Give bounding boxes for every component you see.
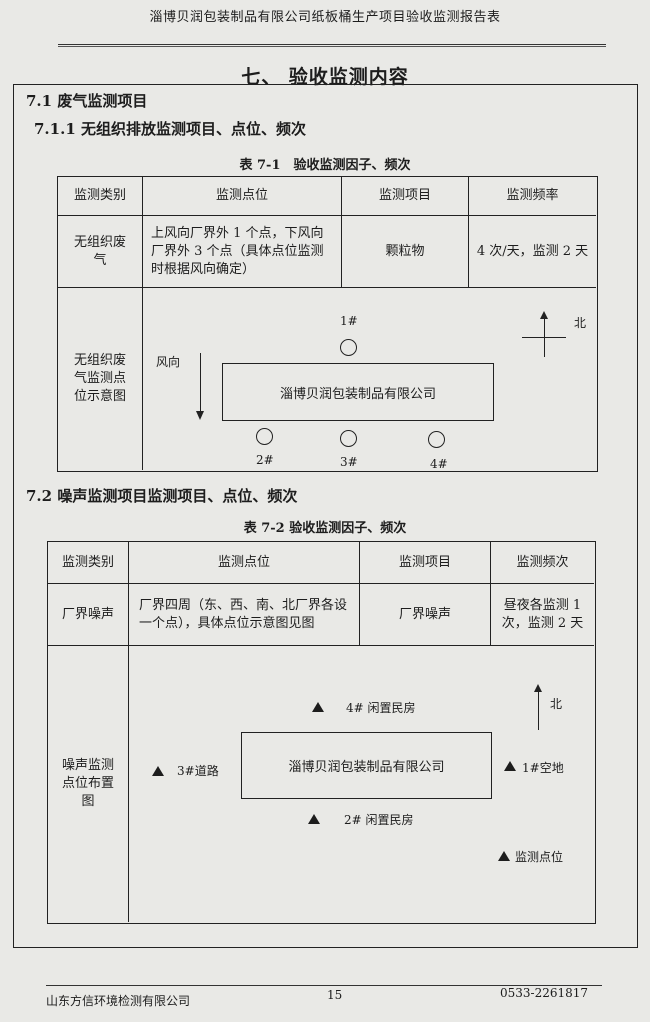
monitoring-point-1 xyxy=(340,339,357,356)
header-divider xyxy=(58,44,606,45)
point-3-label: 3#道路 xyxy=(177,764,219,778)
north-label: 北 xyxy=(550,697,563,711)
legend-label: 监测点位 xyxy=(515,850,564,864)
monitoring-point-4 xyxy=(428,431,445,448)
table-rule xyxy=(142,177,143,470)
north-arrow-icon xyxy=(534,684,544,730)
table1-header-item: 监测项目 xyxy=(378,188,431,203)
table-rule xyxy=(468,177,469,287)
point-4-label: 4# xyxy=(430,457,448,471)
chapter-title: 七、 验收监测内容 xyxy=(241,66,409,88)
table1-row-frequency: 4 次/天，监测 2 天 xyxy=(476,243,589,259)
table2-row-points: 厂界四周（东、西、南、北厂界各设一个点），具体点位示意图见图 xyxy=(139,597,348,631)
report-header-title: 淄博贝润包装制品有限公司纸板桶生产项目验收监测报告表 xyxy=(149,10,501,25)
content-frame xyxy=(13,84,638,948)
footer-company: 山东方信环境检测有限公司 xyxy=(46,994,191,1008)
table-rule xyxy=(48,645,594,646)
wind-arrow-icon xyxy=(196,411,204,420)
monitoring-point-2-marker xyxy=(308,814,320,824)
page-number: 15 xyxy=(327,988,343,1002)
monitoring-point-3 xyxy=(340,430,357,447)
section-7-1-1-heading: 7.1.1 无组织排放监测项目、点位、频次 xyxy=(34,120,306,138)
table-rule xyxy=(48,583,594,584)
table2-header-item: 监测项目 xyxy=(398,554,451,570)
north-label: 北 xyxy=(574,316,587,330)
table-rule xyxy=(58,287,596,288)
table-7-1: 监测类别 监测点位 监测项目 监测频率 无组织废气 上风向厂界外 1 个点，下风… xyxy=(57,176,598,472)
table1-row-category: 无组织废气 xyxy=(73,234,126,268)
table-7-2-caption: 表 7-2 验收监测因子、频次 xyxy=(243,521,407,536)
point-2-label: 2# xyxy=(256,453,274,467)
footer-divider xyxy=(46,985,602,986)
company-name-label: 淄博贝润包装制品有限公司 xyxy=(279,386,436,402)
company-name-label: 淄博贝润包装制品有限公司 xyxy=(288,760,445,775)
monitoring-point-4-marker xyxy=(312,702,324,712)
point-2-label: 2# 闲置民房 xyxy=(344,813,414,827)
monitoring-point-3-marker xyxy=(152,766,164,776)
compass-icon xyxy=(520,311,568,357)
company-building-box: 淄博贝润包装制品有限公司 xyxy=(241,732,492,799)
point-1-label: 1#空地 xyxy=(522,761,564,775)
table1-row-item: 颗粒物 xyxy=(385,243,425,259)
table2-diagram-label: 噪声监测点位布置图 xyxy=(61,758,114,809)
table-rule xyxy=(490,542,491,645)
monitoring-point-2 xyxy=(256,428,273,445)
section-7-2-heading: 7.2 噪声监测项目监测项目、点位、频次 xyxy=(26,487,298,505)
table-rule xyxy=(341,177,342,287)
table1-header-frequency: 监测频率 xyxy=(506,188,559,203)
section-7-1-heading: 7.1 废气监测项目 xyxy=(26,92,148,110)
table1-header-points: 监测点位 xyxy=(215,188,268,203)
table1-row-points: 上风向厂界外 1 个点，下风向厂界外 3 个点（具体点位监测时根据风向确定） xyxy=(151,225,324,277)
table-rule xyxy=(359,542,360,645)
table2-row-frequency: 昼夜各监测 1 次，监测 2 天 xyxy=(501,597,584,631)
header-divider-thin xyxy=(58,46,606,47)
table1-header-category: 监测类别 xyxy=(73,188,126,203)
company-building-box: 淄博贝润包装制品有限公司 xyxy=(222,363,494,421)
table2-header-category: 监测类别 xyxy=(61,554,114,570)
point-4-label: 4# 闲置民房 xyxy=(346,701,416,715)
point-1-label: 1# xyxy=(340,314,358,328)
table1-diagram-label: 无组织废气监测点位示意图 xyxy=(73,353,126,404)
table2-row-item: 厂界噪声 xyxy=(398,606,451,622)
table2-header-points: 监测点位 xyxy=(217,554,270,570)
table-7-2: 监测类别 监测点位 监测项目 监测频次 厂界噪声 厂界四周（东、西、南、北厂界各… xyxy=(47,541,596,924)
table-rule xyxy=(128,542,129,922)
wind-direction-label: 风向 xyxy=(156,355,181,369)
monitoring-point-1-marker xyxy=(504,761,516,771)
table-7-1-caption: 表 7-1 验收监测因子、频次 xyxy=(239,158,411,173)
table2-header-frequency: 监测频次 xyxy=(516,554,569,570)
wind-arrow-shaft xyxy=(200,353,201,415)
point-3-label: 3# xyxy=(340,455,358,469)
table2-row-category: 厂界噪声 xyxy=(61,606,114,622)
table-rule xyxy=(58,215,596,216)
legend-marker-icon xyxy=(498,851,510,861)
footer-phone: 0533-2261817 xyxy=(500,986,589,1000)
